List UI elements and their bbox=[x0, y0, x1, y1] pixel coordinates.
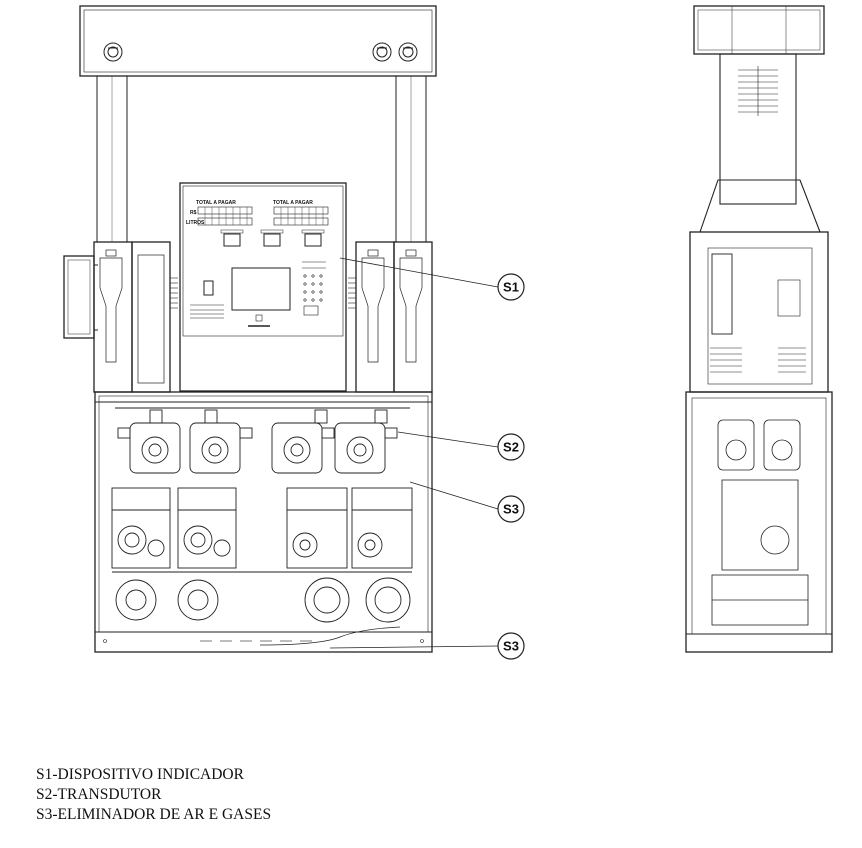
display-head: TOTAL A PAGAR TOTAL A PAGAR R$ LITROS bbox=[170, 182, 356, 392]
motors bbox=[115, 577, 411, 646]
support-columns bbox=[96, 75, 427, 243]
canopy-light-fixtures bbox=[103, 42, 418, 62]
legend-item-s3: S3-ELIMINADOR DE AR E GASES bbox=[36, 806, 272, 823]
callout-s1 bbox=[497, 273, 525, 301]
currency-label: R$ bbox=[190, 210, 197, 216]
keypad bbox=[302, 261, 326, 316]
pump-units bbox=[111, 487, 413, 573]
legend-item-s2: S2-TRANSDUTOR bbox=[36, 786, 162, 803]
callout-s3-upper bbox=[497, 495, 525, 523]
callout-s2 bbox=[497, 433, 525, 461]
callout-label-s2: S2 bbox=[503, 440, 519, 455]
hydraulic-cabinet bbox=[94, 391, 433, 653]
panel-left-title: TOTAL A PAGAR bbox=[196, 200, 236, 206]
panel-right-title: TOTAL A PAGAR bbox=[273, 200, 313, 206]
front-view: TOTAL A PAGAR TOTAL A PAGAR R$ LITROS bbox=[63, 5, 437, 653]
column-vents bbox=[738, 66, 778, 116]
liters-label: LITROS bbox=[186, 220, 205, 226]
legend: S1-DISPOSITIVO INDICADOR S2-TRANSDUTOR S… bbox=[36, 765, 271, 825]
meters bbox=[115, 407, 410, 474]
legend-item-s1: S1-DISPOSITIVO INDICADOR bbox=[36, 766, 244, 783]
callout-label-s1: S1 bbox=[503, 280, 519, 295]
callout-label-s3-lower: S3 bbox=[503, 639, 519, 654]
side-view bbox=[685, 5, 833, 653]
nozzle-boots bbox=[93, 241, 433, 393]
callouts: S1 S2 S3 S3 bbox=[329, 257, 525, 660]
callout-s3-lower bbox=[497, 632, 525, 660]
junction-box bbox=[63, 255, 98, 339]
callout-label-s3-upper: S3 bbox=[503, 502, 519, 517]
